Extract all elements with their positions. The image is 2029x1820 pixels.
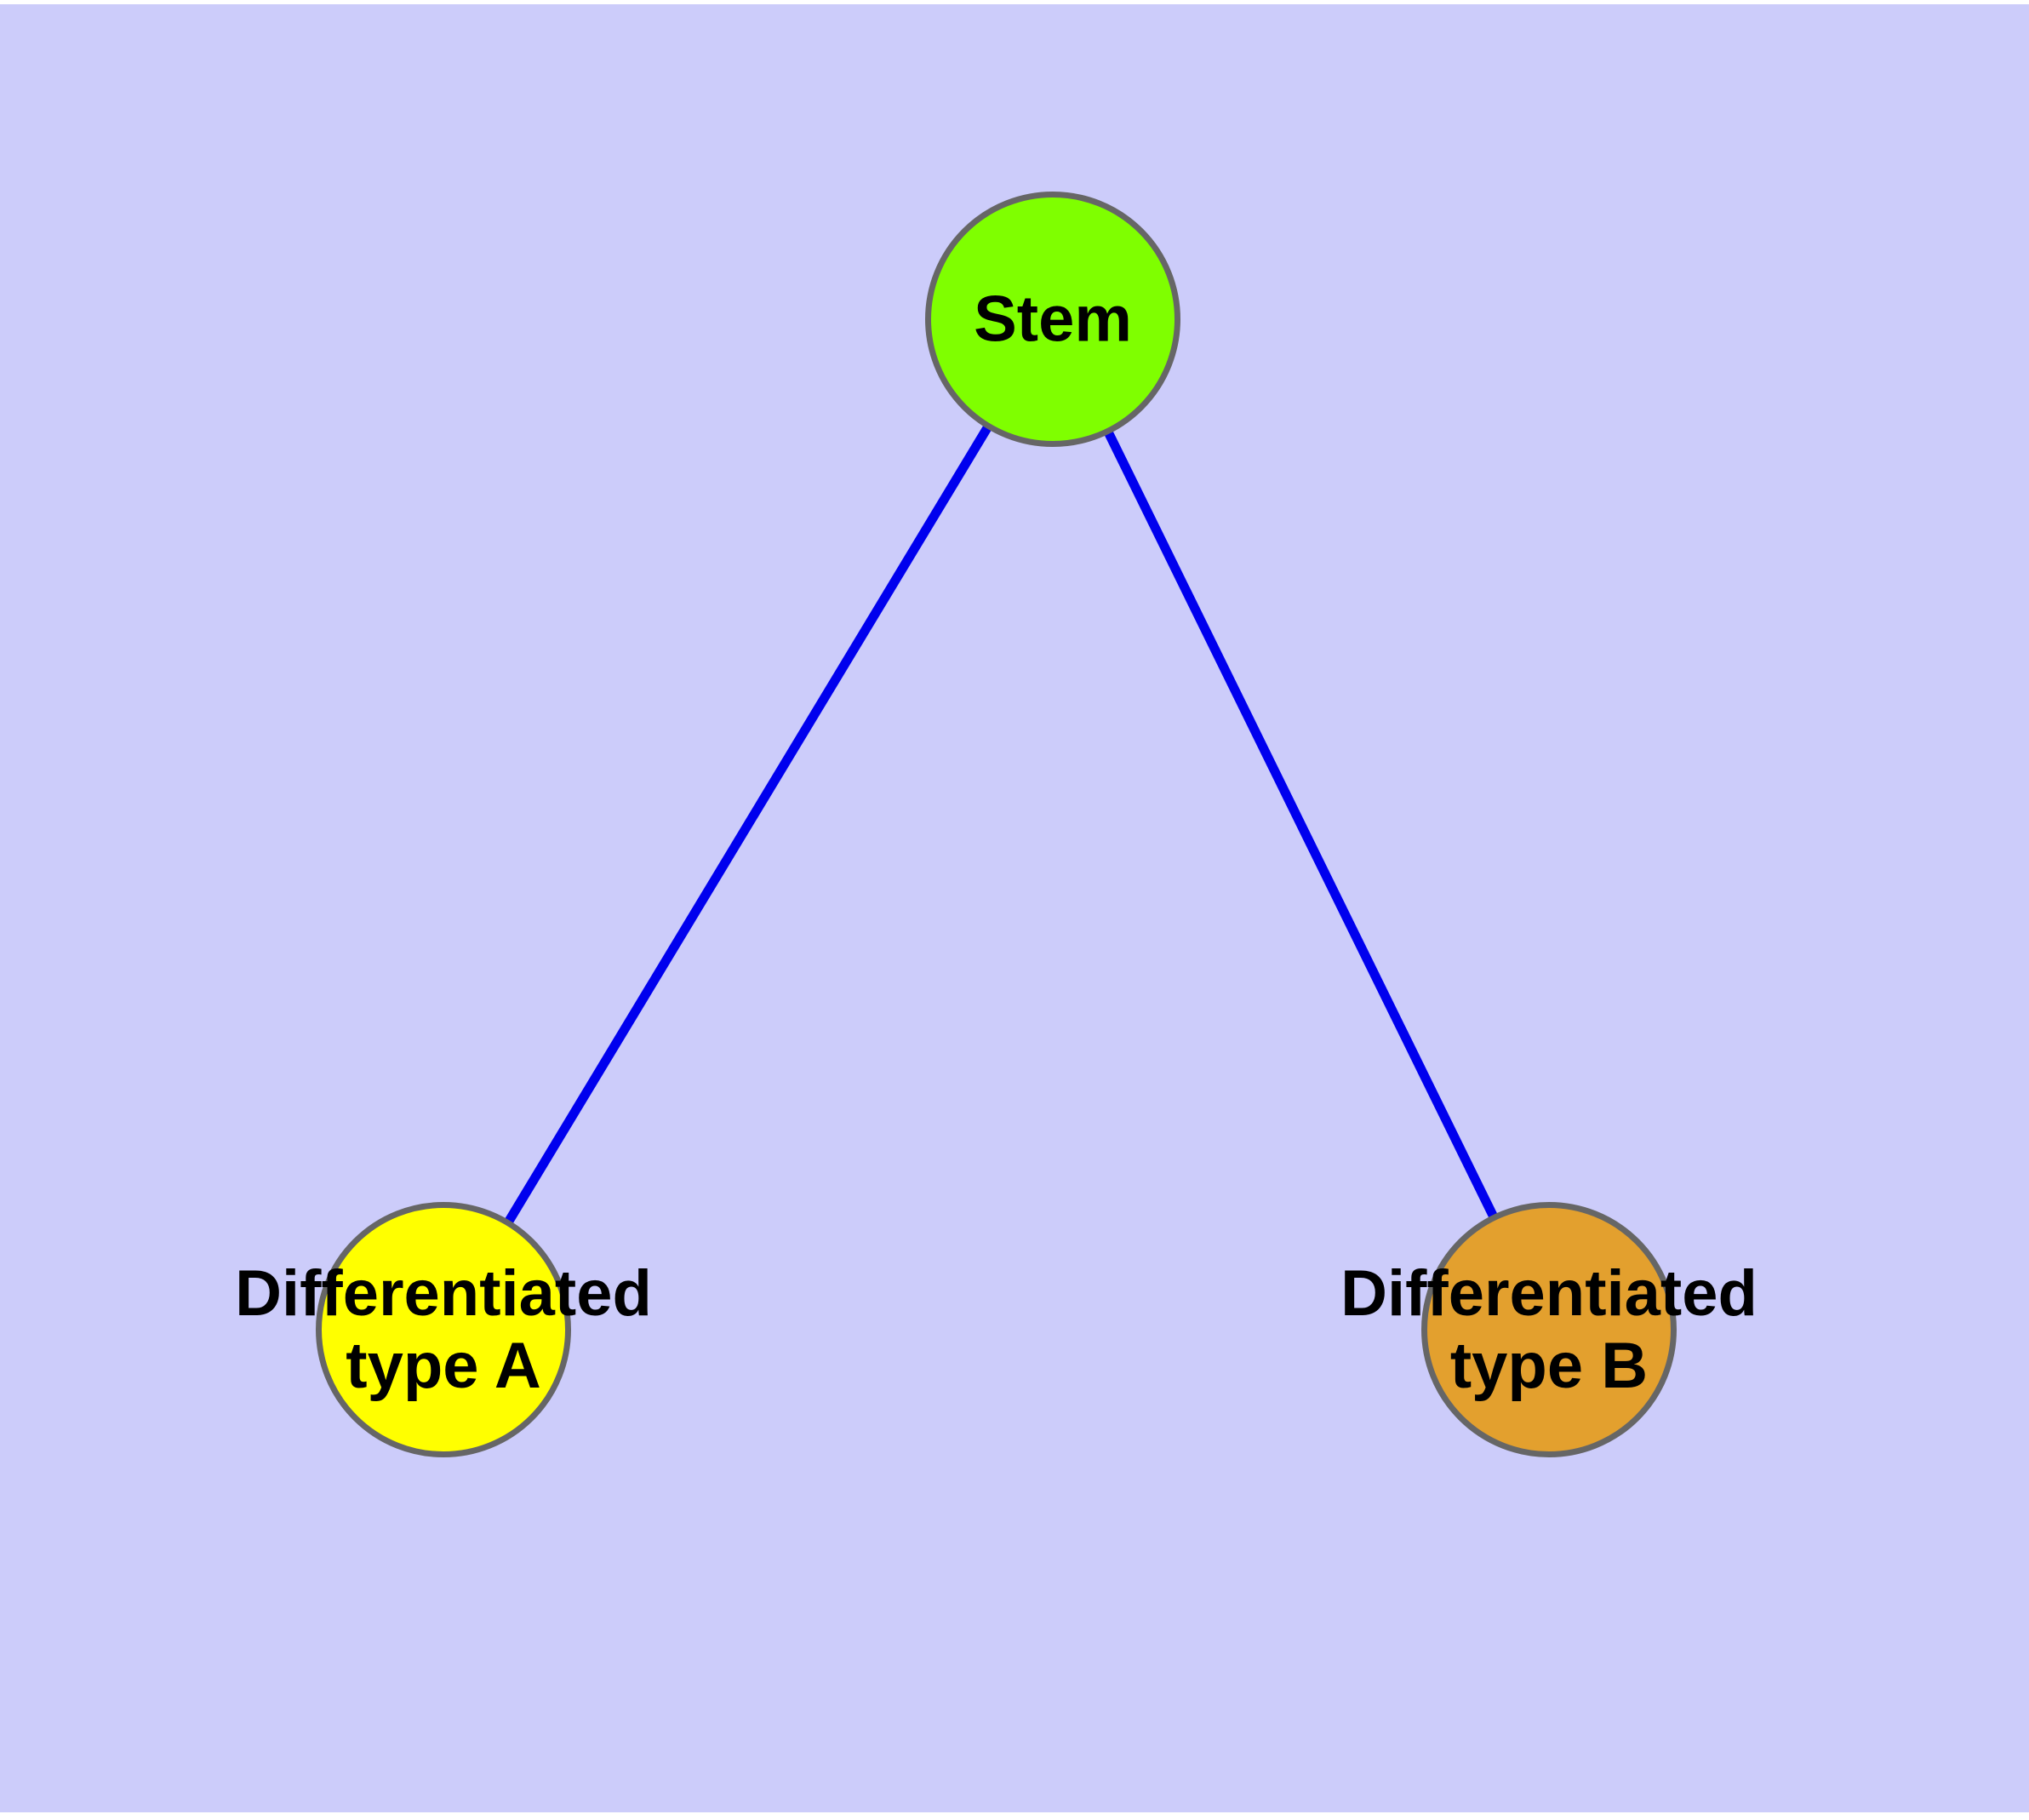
node-layer — [316, 192, 1677, 1457]
graph-node-diff_b[interactable] — [1421, 1202, 1677, 1457]
edge-layer — [439, 317, 1553, 1332]
graph-node-stem[interactable] — [925, 192, 1180, 447]
graph-node-diff_a[interactable] — [316, 1202, 571, 1457]
graph-edge-stem-to-diff_a[interactable] — [439, 317, 1057, 1332]
graph-edge-stem-to-diff_b[interactable] — [1049, 317, 1553, 1332]
